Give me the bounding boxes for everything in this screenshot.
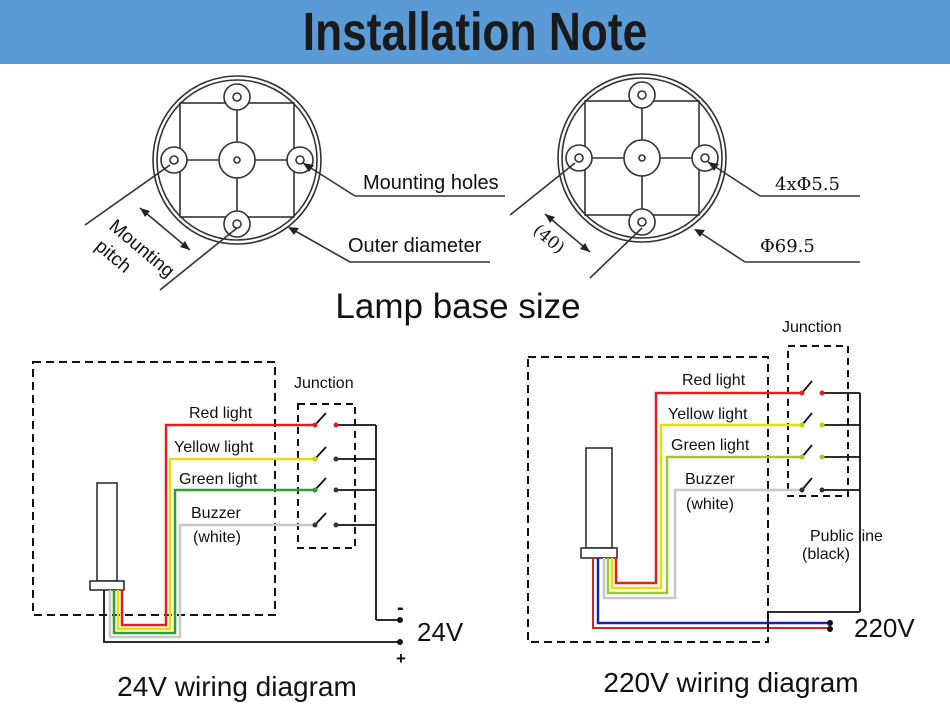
green-light-label-220v: Green light bbox=[671, 437, 750, 454]
red-return-wire-220v bbox=[592, 558, 830, 629]
caption-220v: 220V wiring diagram bbox=[603, 667, 858, 698]
lamp-tower-24v bbox=[96, 482, 118, 582]
green-wire-220v bbox=[606, 455, 802, 595]
outer-diameter-label: Outer diameter bbox=[348, 235, 482, 257]
junction-label-24v: Junction bbox=[294, 375, 354, 392]
diameter-dimension-label: Φ69.5 bbox=[760, 236, 815, 257]
red-wire-24v bbox=[120, 423, 315, 627]
enclosure-24v bbox=[32, 361, 276, 616]
yellow-wire-220v bbox=[610, 423, 802, 590]
voltage-label-220v: 220V bbox=[854, 613, 915, 643]
red-light-label-220v: Red light bbox=[682, 372, 746, 389]
green-wire-24v bbox=[112, 488, 315, 635]
lamp-base-right bbox=[509, 73, 860, 279]
buzzer-note-24v: (white) bbox=[193, 529, 241, 546]
wiring-diagram-220v bbox=[527, 345, 861, 643]
common-wire-24v bbox=[103, 590, 400, 643]
yellow-light-label-220v: Yellow light bbox=[668, 406, 748, 423]
caption-24v: 24V wiring diagram bbox=[117, 671, 357, 702]
minus-terminal-24v: - bbox=[397, 597, 404, 619]
public-line-note: (black) bbox=[802, 546, 850, 563]
white-wire-220v bbox=[602, 488, 802, 600]
hole-dimension-label: 4xΦ5.5 bbox=[775, 174, 840, 195]
yellow-wire-24v bbox=[116, 457, 315, 631]
public-line-label: Public line bbox=[810, 528, 883, 545]
plus-terminal-24v: + bbox=[396, 649, 406, 668]
blue-wire-220v bbox=[596, 558, 830, 625]
yellow-light-label-24v: Yellow light bbox=[174, 439, 254, 456]
mounting-holes-label: Mounting holes bbox=[363, 172, 499, 194]
buzzer-label-220v: Buzzer bbox=[685, 471, 735, 488]
header-banner: Installation Note bbox=[0, 0, 950, 64]
voltage-label-24v: 24V bbox=[417, 617, 464, 647]
junction-box-24v bbox=[297, 403, 356, 549]
lamp-tower-220v bbox=[585, 447, 613, 549]
pitch-dimension-label: (40) bbox=[529, 221, 569, 259]
green-light-label-24v: Green light bbox=[179, 471, 258, 488]
enclosure-220v bbox=[527, 356, 769, 643]
lamp-base-caption: Lamp base size bbox=[335, 287, 580, 326]
lamp-base-left bbox=[84, 75, 505, 291]
page-title: Installation Note bbox=[302, 2, 648, 62]
buzzer-note-220v: (white) bbox=[686, 496, 734, 513]
junction-box-220v bbox=[787, 345, 849, 497]
junction-label-220v: Junction bbox=[782, 319, 842, 336]
wiring-diagram-24v bbox=[32, 361, 403, 645]
red-wire-220v bbox=[614, 391, 802, 585]
red-light-label-24v: Red light bbox=[189, 405, 253, 422]
buzzer-label-24v: Buzzer bbox=[191, 505, 241, 522]
white-wire-24v bbox=[108, 523, 315, 639]
